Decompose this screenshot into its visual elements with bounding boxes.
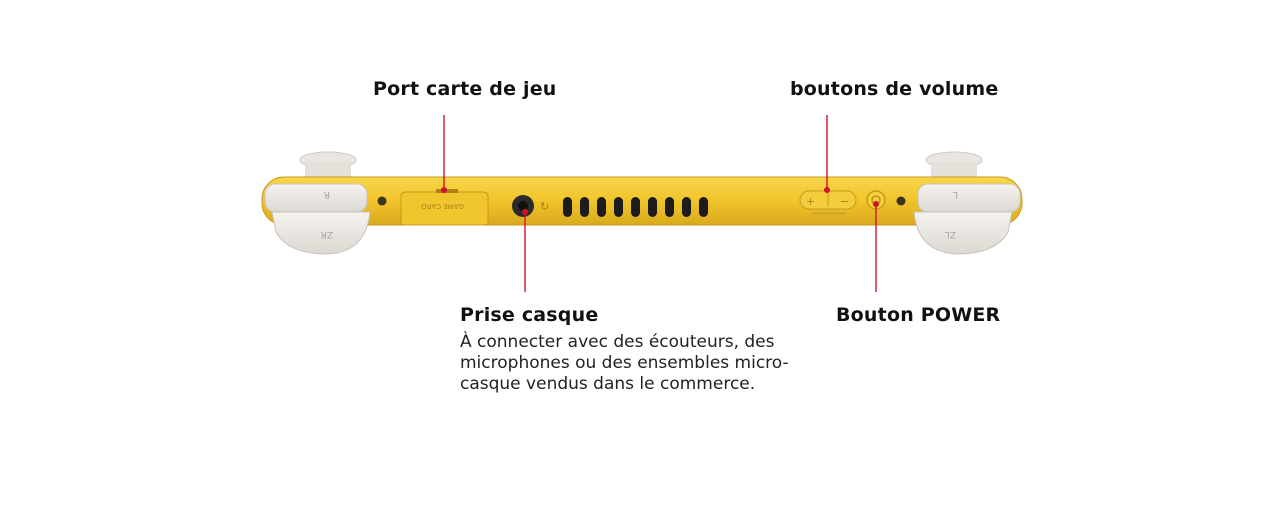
power-leader-dot <box>873 201 879 207</box>
right-thumbstick <box>925 151 983 178</box>
game-card-port-label: Port carte de jeu <box>373 78 557 100</box>
r-button <box>264 183 368 213</box>
l-button-mark: L <box>953 189 958 199</box>
volume-plus-mark: + <box>806 195 815 208</box>
game-card-leader-dot <box>441 187 447 193</box>
headphone-jack-description: À connecter avec des écouteurs, des micr… <box>460 332 789 394</box>
console-body <box>261 176 1023 226</box>
zr-trigger <box>271 211 371 255</box>
zr-trigger-mark: ZR <box>321 229 333 239</box>
left-thumbstick <box>299 151 357 178</box>
game-card-slot: GAME CARD <box>400 189 489 226</box>
volume-leader-dot <box>824 187 830 193</box>
zl-trigger-mark: ZL <box>945 229 956 239</box>
headphone-jack-label: Prise casque <box>460 304 599 326</box>
left-screw <box>377 196 387 206</box>
l-button <box>917 183 1021 213</box>
headphone-icon: ↻ <box>540 200 549 213</box>
callout-leaders <box>443 115 877 292</box>
zl-trigger <box>913 211 1013 255</box>
volume-minus-mark: − <box>840 195 849 208</box>
power-button-label: Bouton POWER <box>836 304 1001 326</box>
speaker-vents <box>563 197 708 217</box>
r-button-mark: R <box>324 189 330 199</box>
right-screw <box>896 196 906 206</box>
volume-buttons-label: boutons de volume <box>790 78 999 100</box>
game-card-slot-mark: GAME CARD <box>421 202 464 210</box>
headphone-jack <box>512 195 534 217</box>
headphone-leader-dot <box>522 209 528 215</box>
